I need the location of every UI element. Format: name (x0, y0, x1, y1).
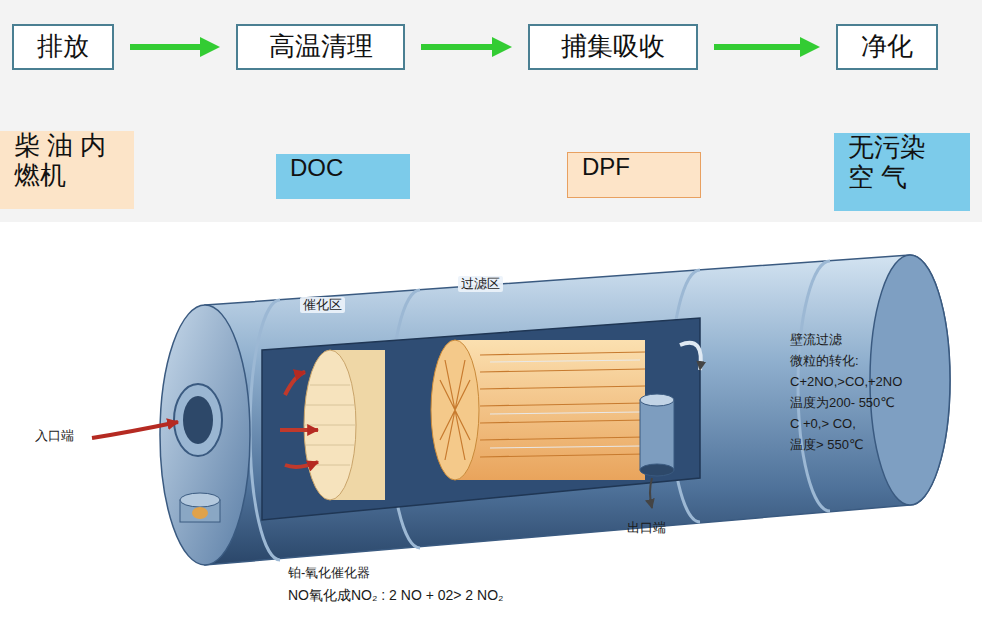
box-label: 柴 油 内燃机 (14, 131, 120, 191)
process-box: 排放 (12, 24, 114, 70)
port-label: 出口端 (627, 520, 666, 536)
flow-arrow (421, 44, 502, 50)
source-box: 柴 油 内燃机 (0, 131, 134, 209)
note-line: 温度> 550℃ (790, 437, 864, 453)
note-line: 温度为200- 550℃ (790, 395, 895, 411)
result-box: 无污染 空 气 (834, 133, 970, 211)
box-label: DPF (582, 153, 630, 181)
reaction-text: C +0,> CO, (790, 416, 856, 432)
zone-label: 过滤区 (458, 276, 503, 292)
process-box: 高温清理 (236, 24, 405, 70)
process-box: 捕集吸收 (528, 24, 698, 70)
box-label: DOC (290, 154, 343, 182)
note-line: 壁流过滤 (790, 332, 842, 348)
device-box: DOC (276, 154, 410, 199)
box-label: 排放 (37, 32, 89, 62)
box-label: 捕集吸收 (561, 32, 665, 62)
reaction-text: NO氧化成NO₂ : 2 NO + 02> 2 NO₂ (288, 587, 503, 604)
zone-label: 催化区 (300, 297, 345, 313)
process-box: 净化 (836, 24, 938, 70)
port-label: 入口端 (35, 428, 74, 444)
box-label: 无污染 空 气 (848, 133, 956, 193)
device-box: DPF (567, 152, 701, 198)
reaction-text: C+2NO,>CO,+2NO (790, 374, 902, 390)
flow-arrow (714, 44, 810, 50)
note-line: 微粒的转化: (790, 353, 859, 369)
flow-arrow (130, 44, 210, 50)
component-label: 铂-氧化催化器 (288, 565, 370, 581)
box-label: 高温清理 (269, 32, 373, 62)
box-label: 净化 (861, 32, 913, 62)
